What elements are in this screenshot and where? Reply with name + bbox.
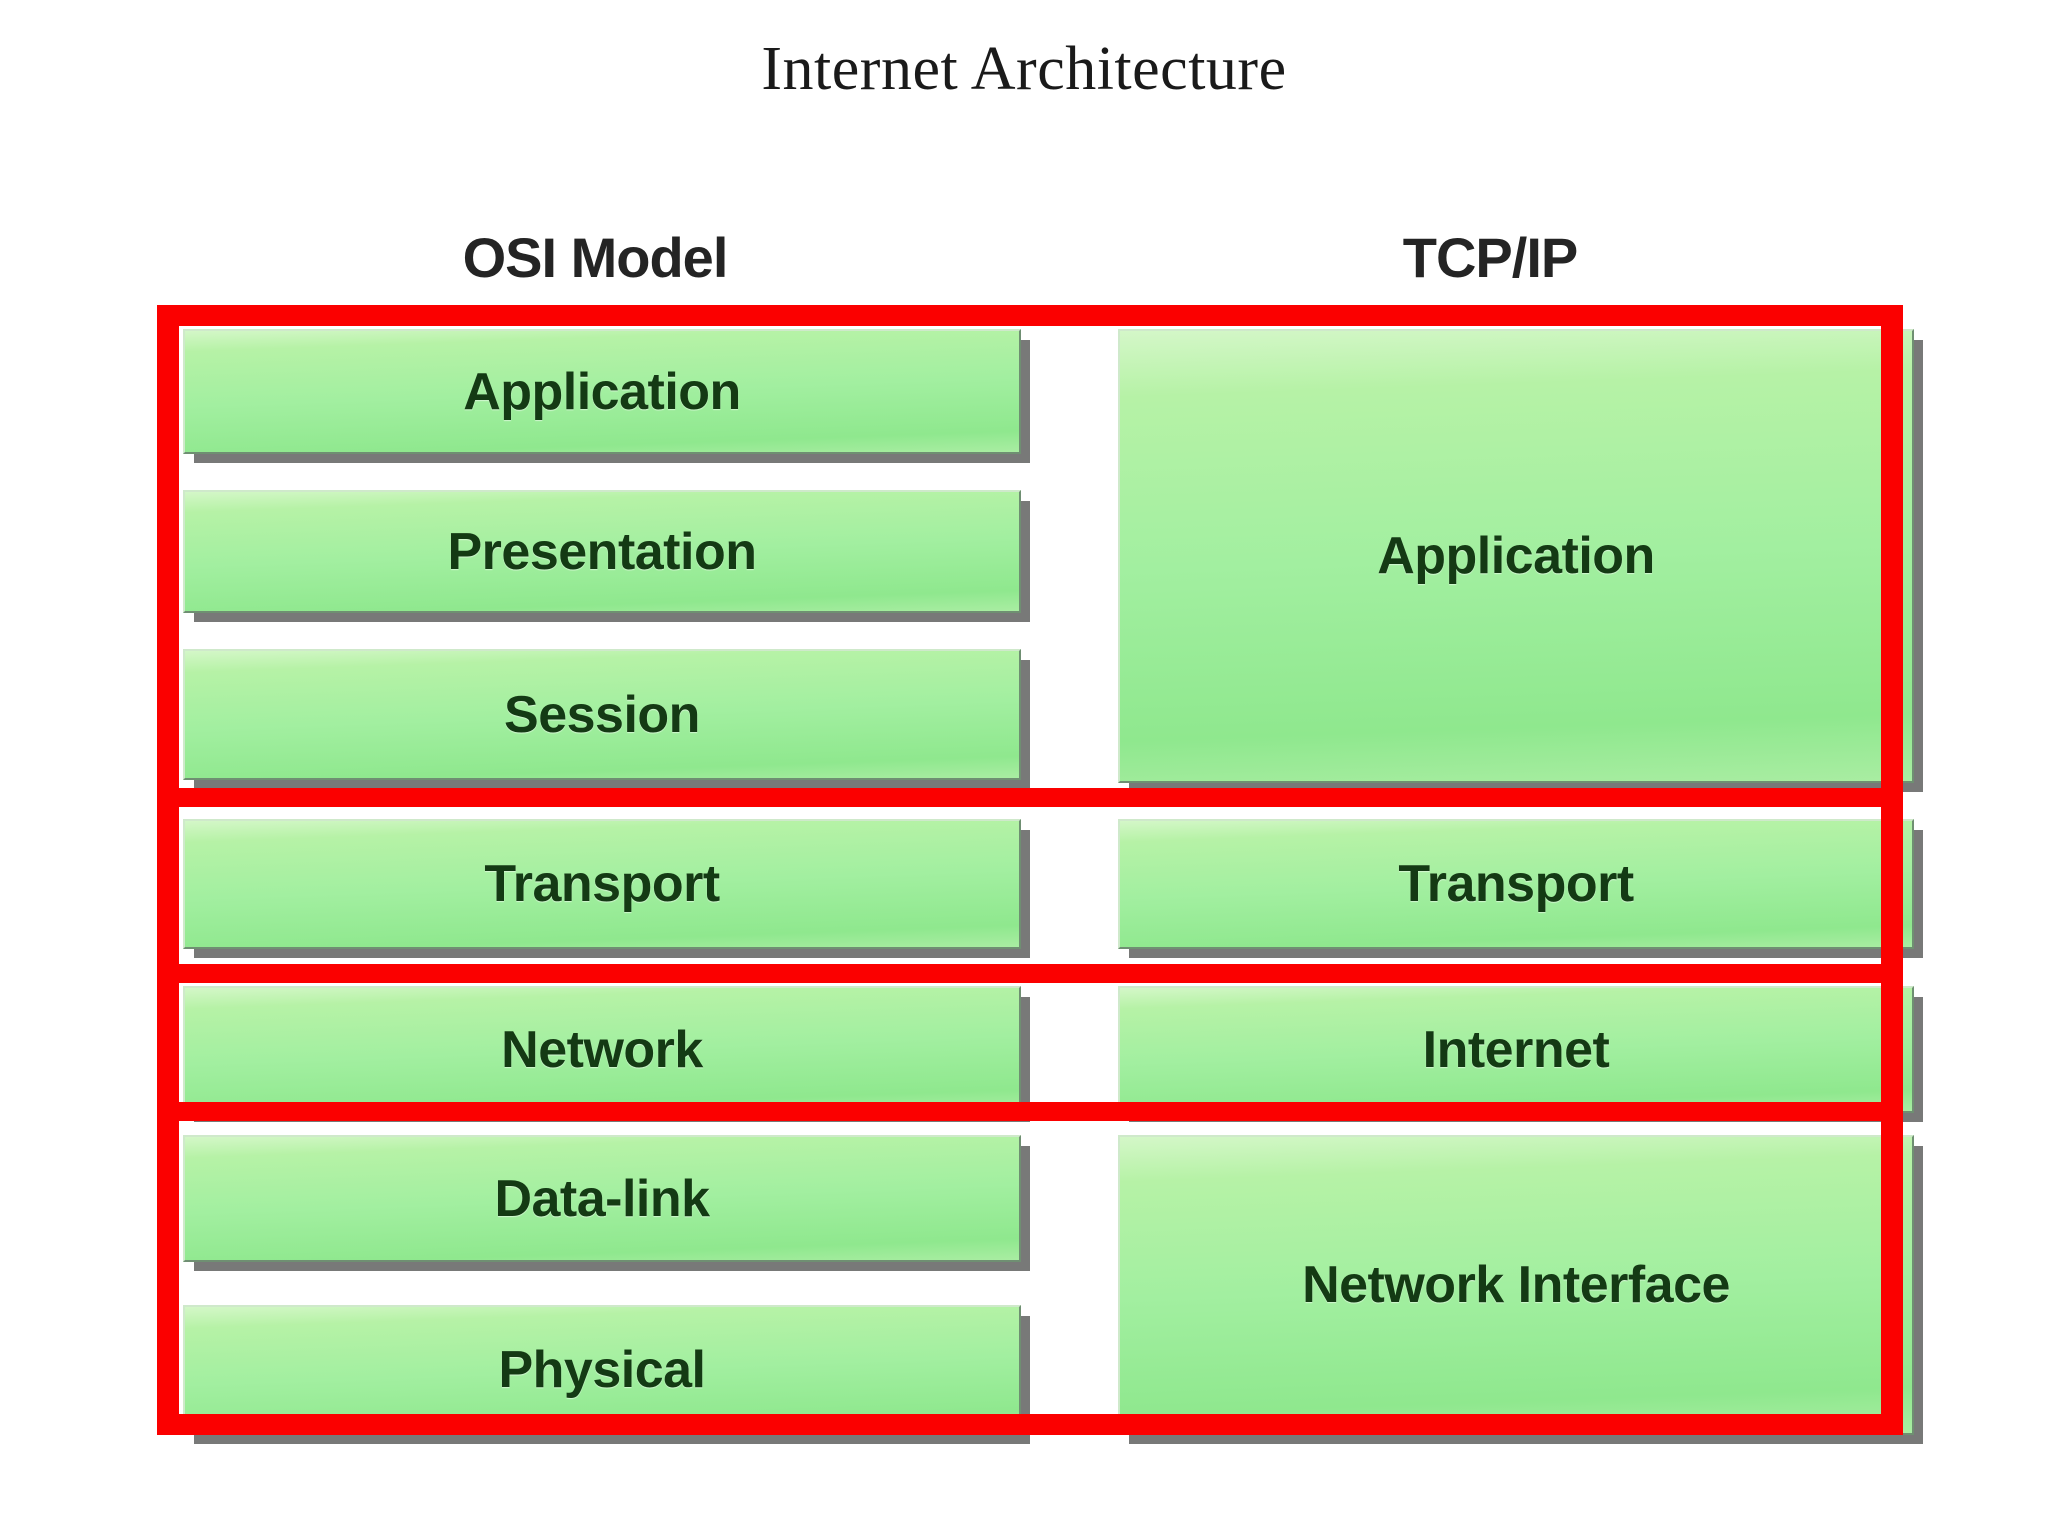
tcpip-layer-internet-label: Internet <box>1422 1020 1610 1079</box>
tcpip-layer-application[interactable]: Application <box>1118 329 1914 783</box>
page-title: Internet Architecture <box>761 35 1287 103</box>
tcpip-layer-application-label: Application <box>1377 527 1655 585</box>
column-header-osi: OSI Model <box>462 226 729 289</box>
tcpip-layer-transport-label: Transport <box>1398 855 1634 913</box>
osi-layer-presentation-label: Presentation <box>447 522 757 581</box>
column-header-tcpip: TCP/IP <box>1402 226 1578 289</box>
osi-layer-session-label: Session <box>504 685 700 744</box>
group-frame-bottom-edge <box>157 1414 1903 1435</box>
group-frame-top-edge <box>157 305 1903 326</box>
group-frame-left-edge <box>157 305 179 1435</box>
osi-layer-session[interactable]: Session <box>183 649 1021 780</box>
group-divider-transport-internet <box>157 964 1903 983</box>
group-frame-right-edge <box>1881 305 1903 1435</box>
group-divider-application-transport <box>157 788 1903 807</box>
osi-layer-network[interactable]: Network <box>183 986 1021 1113</box>
group-divider-internet-netinterface <box>157 1102 1903 1121</box>
osi-layer-network-label: Network <box>501 1020 703 1079</box>
tcpip-layer-internet[interactable]: Internet <box>1118 986 1914 1113</box>
osi-layer-data-link-label: Data-link <box>494 1169 710 1228</box>
osi-layer-physical-label: Physical <box>498 1341 706 1399</box>
tcpip-layer-network-interface[interactable]: Network Interface <box>1118 1135 1914 1435</box>
osi-layer-application[interactable]: Application <box>183 329 1021 454</box>
osi-layer-transport-label: Transport <box>484 855 720 913</box>
osi-layer-transport[interactable]: Transport <box>183 819 1021 949</box>
tcpip-layer-transport[interactable]: Transport <box>1118 819 1914 949</box>
osi-layer-presentation[interactable]: Presentation <box>183 490 1021 613</box>
tcpip-layer-network-interface-label: Network Interface <box>1302 1256 1730 1314</box>
osi-layer-data-link[interactable]: Data-link <box>183 1135 1021 1262</box>
osi-layer-physical[interactable]: Physical <box>183 1305 1021 1435</box>
osi-layer-application-label: Application <box>463 362 741 421</box>
